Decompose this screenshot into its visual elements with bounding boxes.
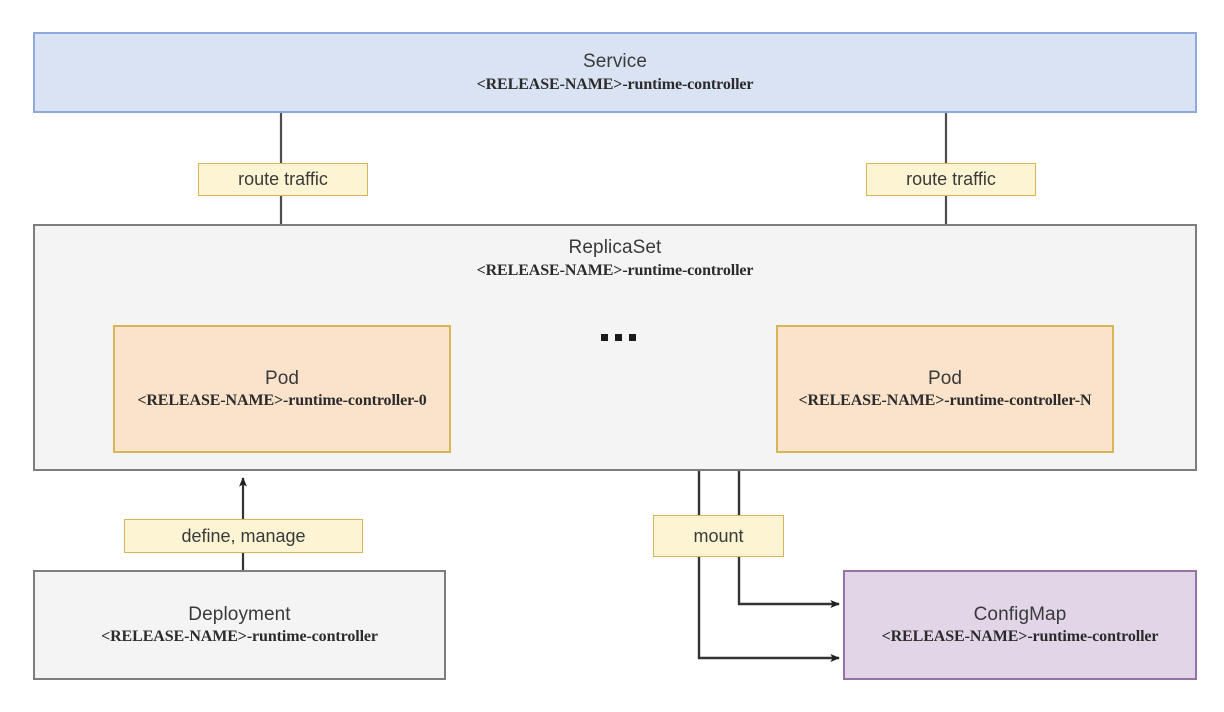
node-deployment[interactable]: Deployment <RELEASE-NAME>-runtime-contro… <box>33 570 446 680</box>
configmap-subtitle: <RELEASE-NAME>-runtime-controller <box>881 628 1159 646</box>
node-pod-left[interactable]: Pod <RELEASE-NAME>-runtime-controller-0 <box>113 325 451 453</box>
pod-right-title: Pod <box>927 367 963 389</box>
pod-left-title: Pod <box>264 367 300 389</box>
ellipsis-dot <box>600 333 608 341</box>
pod-left-subtitle: <RELEASE-NAME>-runtime-controller-0 <box>137 392 427 410</box>
ellipsis-dot <box>628 333 636 341</box>
replicaset-title: ReplicaSet <box>568 237 662 258</box>
node-pod-right[interactable]: Pod <RELEASE-NAME>-runtime-controller-N <box>776 325 1114 453</box>
service-subtitle: <RELEASE-NAME>-runtime-controller <box>476 75 754 93</box>
edge-label-route-traffic-left: route traffic <box>198 163 368 196</box>
edge-label-define-manage: define, manage <box>124 519 363 553</box>
pod-right-subtitle: <RELEASE-NAME>-runtime-controller-N <box>798 392 1092 410</box>
node-configmap[interactable]: ConfigMap <RELEASE-NAME>-runtime-control… <box>843 570 1197 680</box>
ellipsis-dot <box>614 333 622 341</box>
configmap-title: ConfigMap <box>973 603 1067 625</box>
edge-label-route-traffic-right: route traffic <box>866 163 1036 196</box>
edge-label-mount: mount <box>653 515 784 557</box>
node-service[interactable]: Service <RELEASE-NAME>-runtime-controlle… <box>33 32 1197 113</box>
deployment-subtitle: <RELEASE-NAME>-runtime-controller <box>101 628 378 646</box>
ellipsis-icon <box>588 322 648 352</box>
deployment-title: Deployment <box>188 603 291 625</box>
replicaset-subtitle: <RELEASE-NAME>-runtime-controller <box>476 261 754 279</box>
service-title: Service <box>582 51 648 73</box>
